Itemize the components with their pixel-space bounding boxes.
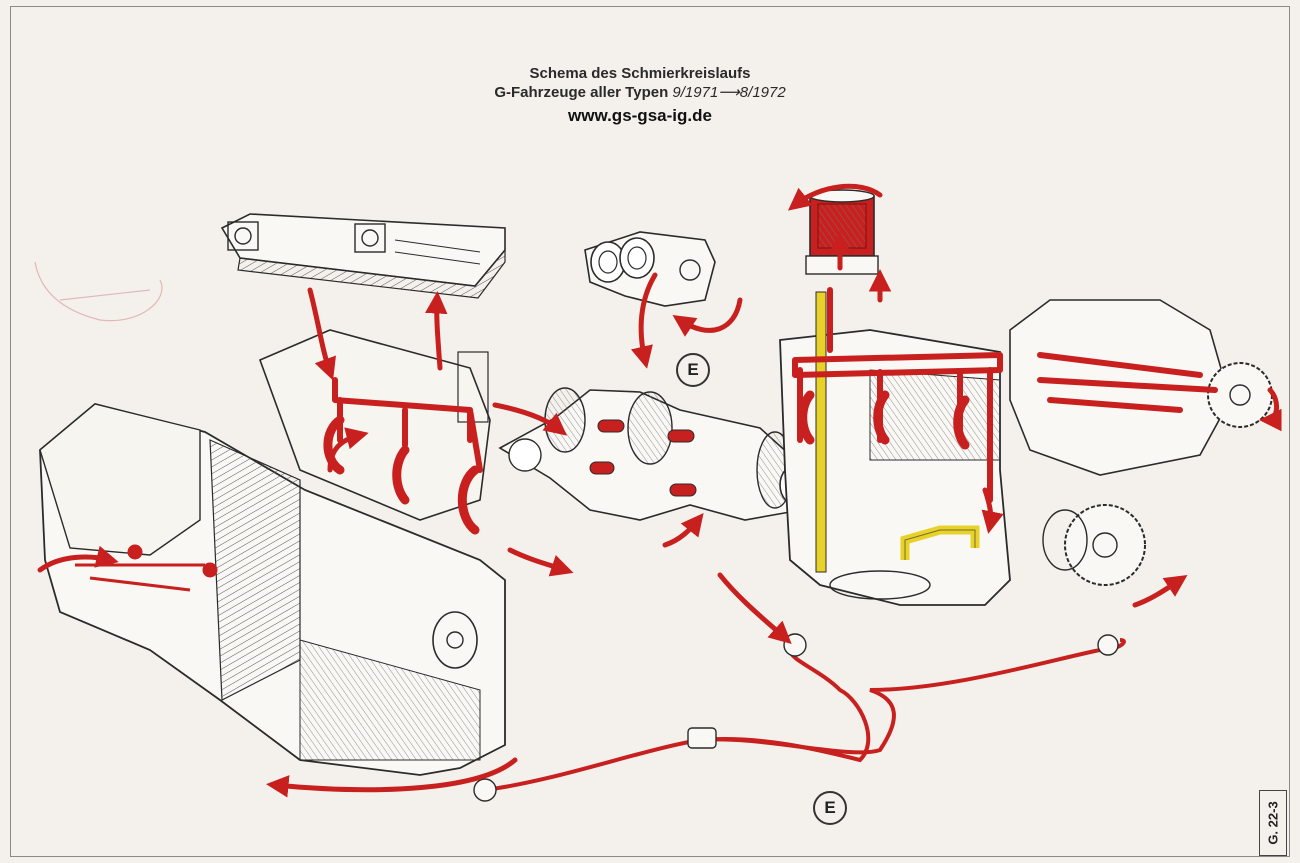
diagram-subtitle: G-Fahrzeuge aller Typen 9/1971⟶8/1972	[430, 83, 850, 102]
oil-flow-arrow	[266, 757, 518, 798]
oil-flow-arrow	[717, 572, 792, 645]
pencil-sketch	[34, 261, 163, 322]
oil-flow-arrow	[425, 291, 448, 371]
oil-flow-arrow	[662, 512, 704, 548]
oil-flow-arrow	[1132, 575, 1188, 608]
oil-pump-housing	[584, 231, 716, 307]
page-id: G. 22-3	[1265, 801, 1281, 845]
oil-cooler	[220, 213, 506, 299]
subtitle-vehicles: G-Fahrzeuge aller Typen	[494, 84, 669, 101]
oil-flow-arrows	[37, 183, 1282, 798]
oil-flow-arrow	[981, 487, 1004, 534]
diagram-title: Schema des Schmierkreislaufs	[529, 65, 751, 82]
oil-flow-arrow	[492, 402, 568, 436]
timing-housing	[1009, 299, 1273, 586]
rocker-oil-lines	[75, 544, 218, 592]
oil-flow-arrow	[672, 297, 743, 337]
engine-block-left	[39, 329, 506, 776]
oil-flow-arrow	[37, 545, 119, 573]
website-url[interactable]: www.gs-gsa-ig.de	[568, 106, 712, 125]
label-e-bottom: E	[813, 791, 847, 825]
oil-flow-arrow	[307, 287, 336, 381]
crankshaft	[498, 387, 821, 521]
oil-flow-arrow	[507, 547, 574, 577]
oil-flow-arrow	[1259, 387, 1282, 432]
label-e-top: E	[676, 353, 710, 387]
external-oil-pipe	[473, 633, 1126, 802]
oil-flow-arrow	[630, 272, 658, 369]
subtitle-date-range: 9/1971⟶8/1972	[672, 84, 786, 101]
bearing-shells	[323, 390, 970, 535]
crankcase-right	[779, 329, 1011, 606]
diagram-title-block: Schema des Schmierkreislaufs G-Fahrzeuge…	[430, 64, 850, 128]
page-frame	[10, 6, 1290, 857]
page-id-box: G. 22-3	[1259, 790, 1287, 856]
oil-flow-arrow	[787, 183, 883, 211]
oil-pickup-yellow	[815, 291, 980, 573]
oil-flow-arrow	[327, 427, 369, 473]
